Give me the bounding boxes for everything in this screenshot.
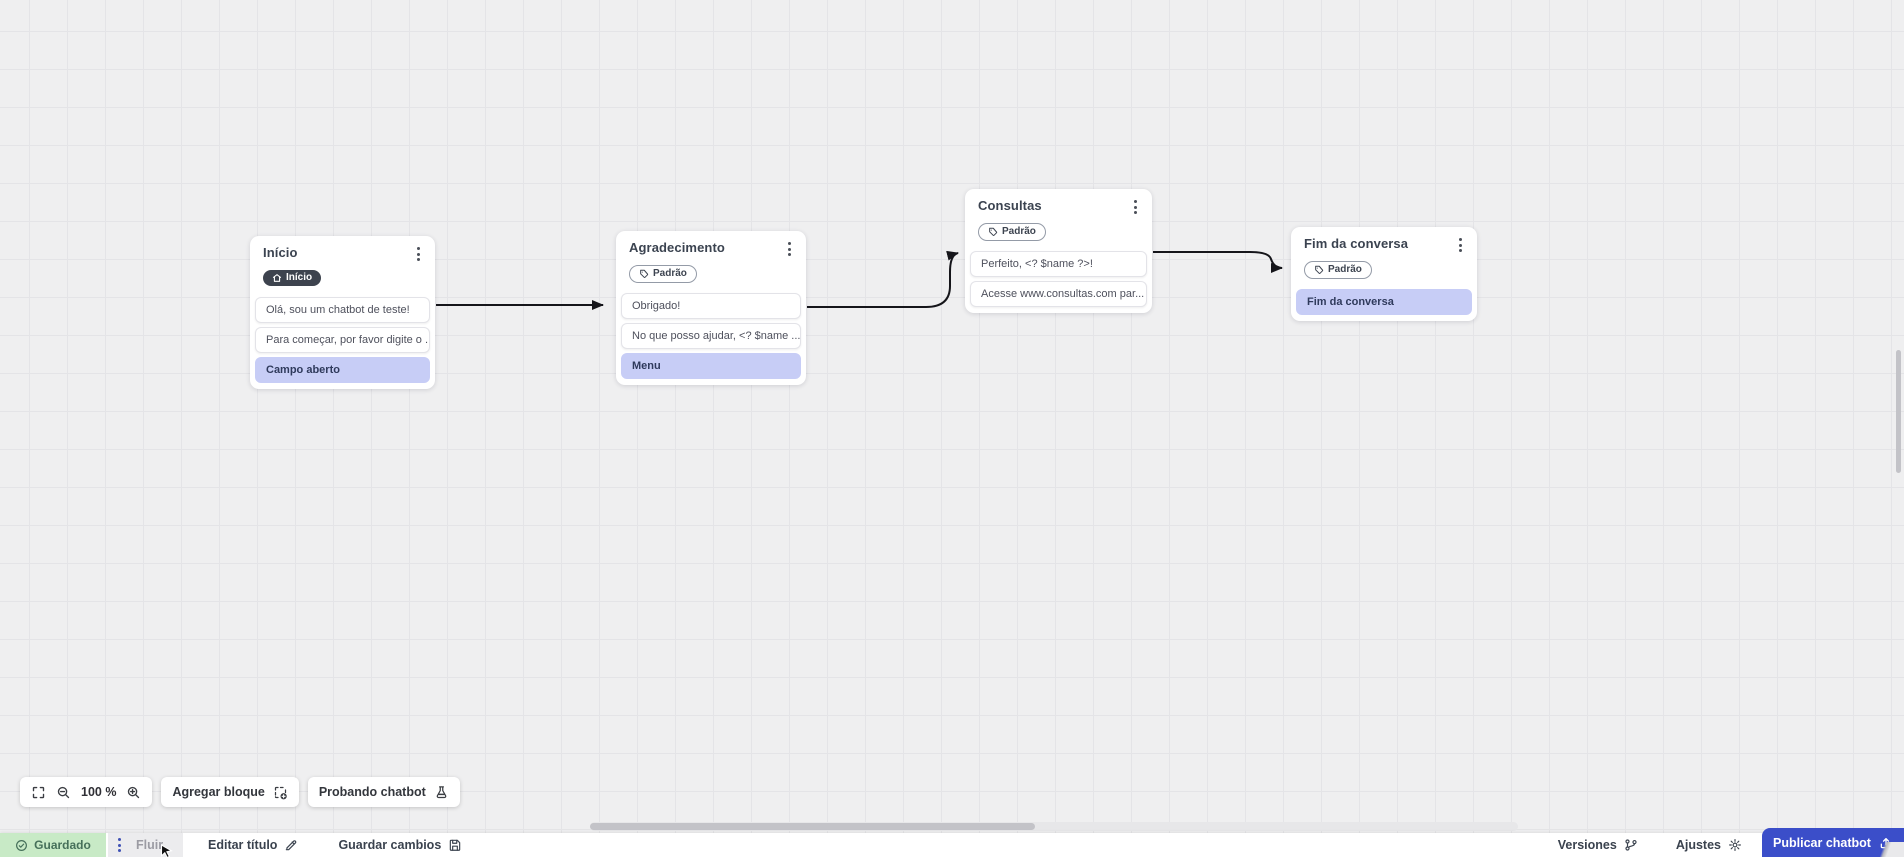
save-changes-button[interactable]: Guardar cambios	[338, 833, 462, 857]
zoom-in-icon[interactable]	[126, 785, 141, 800]
node-badge-row: Padrão	[1296, 254, 1472, 289]
horizontal-scrollbar-thumb[interactable]	[590, 823, 1035, 830]
kebab-menu-icon[interactable]	[413, 245, 424, 263]
tag-icon	[639, 269, 649, 279]
save-changes-label: Guardar cambios	[338, 838, 442, 852]
tag-icon	[1314, 265, 1324, 275]
zoom-level: 100 %	[81, 785, 117, 799]
screen-corner-fold	[1870, 842, 1904, 857]
node-badge-label: Padrão	[1328, 264, 1362, 275]
node-message-item[interactable]: Acesse www.consultas.com par...	[970, 281, 1147, 307]
tab-fluir-label: Fluir	[136, 838, 164, 852]
node-message-item[interactable]: Perfeito, <? $name ?>!	[970, 251, 1147, 277]
versions-label: Versiones	[1557, 838, 1617, 852]
tab-fluir[interactable]: Fluir	[108, 833, 183, 857]
node-badge: Padrão	[629, 265, 697, 283]
node-badge-label: Padrão	[653, 268, 687, 279]
node-title: Consultas	[978, 198, 1042, 213]
node-header: Agradecimento	[621, 240, 801, 258]
horizontal-scrollbar-track[interactable]	[590, 822, 1518, 831]
node-badge-row: Padrão	[970, 216, 1147, 251]
node-badge-label: Início	[286, 272, 313, 283]
node-message-item[interactable]: Para começar, por favor digite o ...	[255, 327, 430, 353]
node-header: Início	[255, 245, 430, 263]
node-action-item[interactable]: Fim da conversa	[1296, 289, 1472, 315]
pencil-icon	[284, 838, 298, 852]
node-header: Consultas	[970, 198, 1147, 216]
kebab-menu-icon[interactable]	[116, 836, 123, 854]
node-message-item[interactable]: No que posso ajudar, <? $name ...	[621, 323, 801, 349]
edit-title-label: Editar título	[208, 838, 278, 852]
node-action-item[interactable]: Menu	[621, 353, 801, 379]
node-action-item[interactable]: Campo aberto	[255, 357, 430, 383]
node-header: Fim da conversa	[1296, 236, 1472, 254]
node-title: Início	[263, 245, 298, 260]
home-icon	[272, 273, 282, 283]
settings-label: Ajustes	[1675, 838, 1721, 852]
add-block-button[interactable]: Agregar bloque	[161, 777, 299, 807]
node-badge-row: Padrão	[621, 258, 801, 293]
node-badge: Início	[263, 270, 322, 286]
git-branch-icon	[1624, 838, 1638, 852]
zoom-out-icon[interactable]	[56, 785, 71, 800]
flask-icon	[434, 785, 449, 800]
tag-icon	[988, 227, 998, 237]
floppy-icon	[448, 838, 462, 852]
test-chatbot-button[interactable]: Probando chatbot	[307, 777, 460, 807]
versions-button[interactable]: Versiones	[1558, 833, 1638, 857]
test-chatbot-label: Probando chatbot	[318, 785, 426, 799]
kebab-menu-icon[interactable]	[784, 240, 795, 258]
fit-screen-icon[interactable]	[31, 785, 46, 800]
add-block-icon	[273, 785, 288, 800]
saved-status: Guardado	[0, 833, 106, 857]
vertical-scrollbar-thumb[interactable]	[1896, 350, 1901, 473]
node-badge-row: Início	[255, 263, 430, 297]
node-title: Fim da conversa	[1304, 236, 1409, 251]
saved-status-label: Guardado	[34, 838, 91, 852]
bottom-bar: Guardado Fluir Editar título Guardar cam…	[0, 828, 1904, 857]
node-message-item[interactable]: Obrigado!	[621, 293, 801, 319]
node-message-item[interactable]: Olá, sou um chatbot de teste!	[255, 297, 430, 323]
gear-icon	[1728, 838, 1742, 852]
zoom-controls: 100 %	[20, 777, 153, 807]
node-badge: Padrão	[978, 223, 1046, 241]
add-block-label: Agregar bloque	[172, 785, 265, 799]
publish-label: Publicar chatbot	[1773, 835, 1871, 850]
edit-title-button[interactable]: Editar título	[208, 833, 298, 857]
kebab-menu-icon[interactable]	[1130, 198, 1141, 216]
node-badge-label: Padrão	[1002, 226, 1036, 237]
check-circle-icon	[15, 839, 28, 852]
settings-button[interactable]: Ajustes	[1676, 833, 1742, 857]
canvas-toolbar: 100 % Agregar bloque Probando chatbot	[20, 777, 460, 807]
node-title: Agradecimento	[629, 240, 725, 255]
kebab-menu-icon[interactable]	[1455, 236, 1466, 254]
node-badge: Padrão	[1304, 261, 1372, 279]
